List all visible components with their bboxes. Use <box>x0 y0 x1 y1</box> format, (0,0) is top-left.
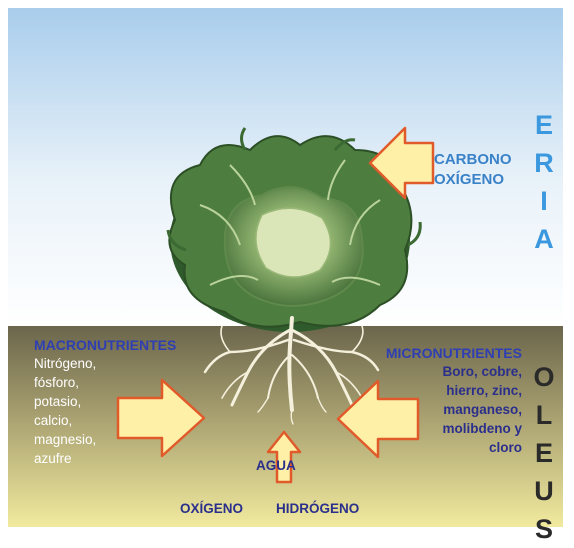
soil-label: O L E U S <box>527 358 561 548</box>
diagram: E R I A O L E U S CARBONO OXÍGENO MACRON… <box>0 0 574 535</box>
oxygen-soil-label: OXÍGENO <box>180 501 243 516</box>
water-label: AGUA <box>256 458 296 473</box>
macronutrients-list: Nitrógeno, fósforo, potasio, calcio, mag… <box>34 354 176 468</box>
micronutrients-block: MICRONUTRIENTES Boro, cobre, hierro, zin… <box>362 344 522 457</box>
hydrogen-label: HIDRÓGENO <box>276 501 359 516</box>
micronutrients-title: MICRONUTRIENTES <box>362 344 522 362</box>
air-nutrients: CARBONO OXÍGENO <box>434 150 512 190</box>
air-label: E R I A <box>527 106 561 258</box>
macronutrients-title: MACRONUTRIENTES <box>34 336 176 354</box>
micronutrients-list: Boro, cobre, hierro, zinc, manganeso, mo… <box>362 362 522 457</box>
macronutrients-block: MACRONUTRIENTES Nitrógeno, fósforo, pota… <box>34 336 176 468</box>
carbon-label: CARBONO <box>434 150 512 170</box>
oxygen-air-label: OXÍGENO <box>434 170 512 190</box>
